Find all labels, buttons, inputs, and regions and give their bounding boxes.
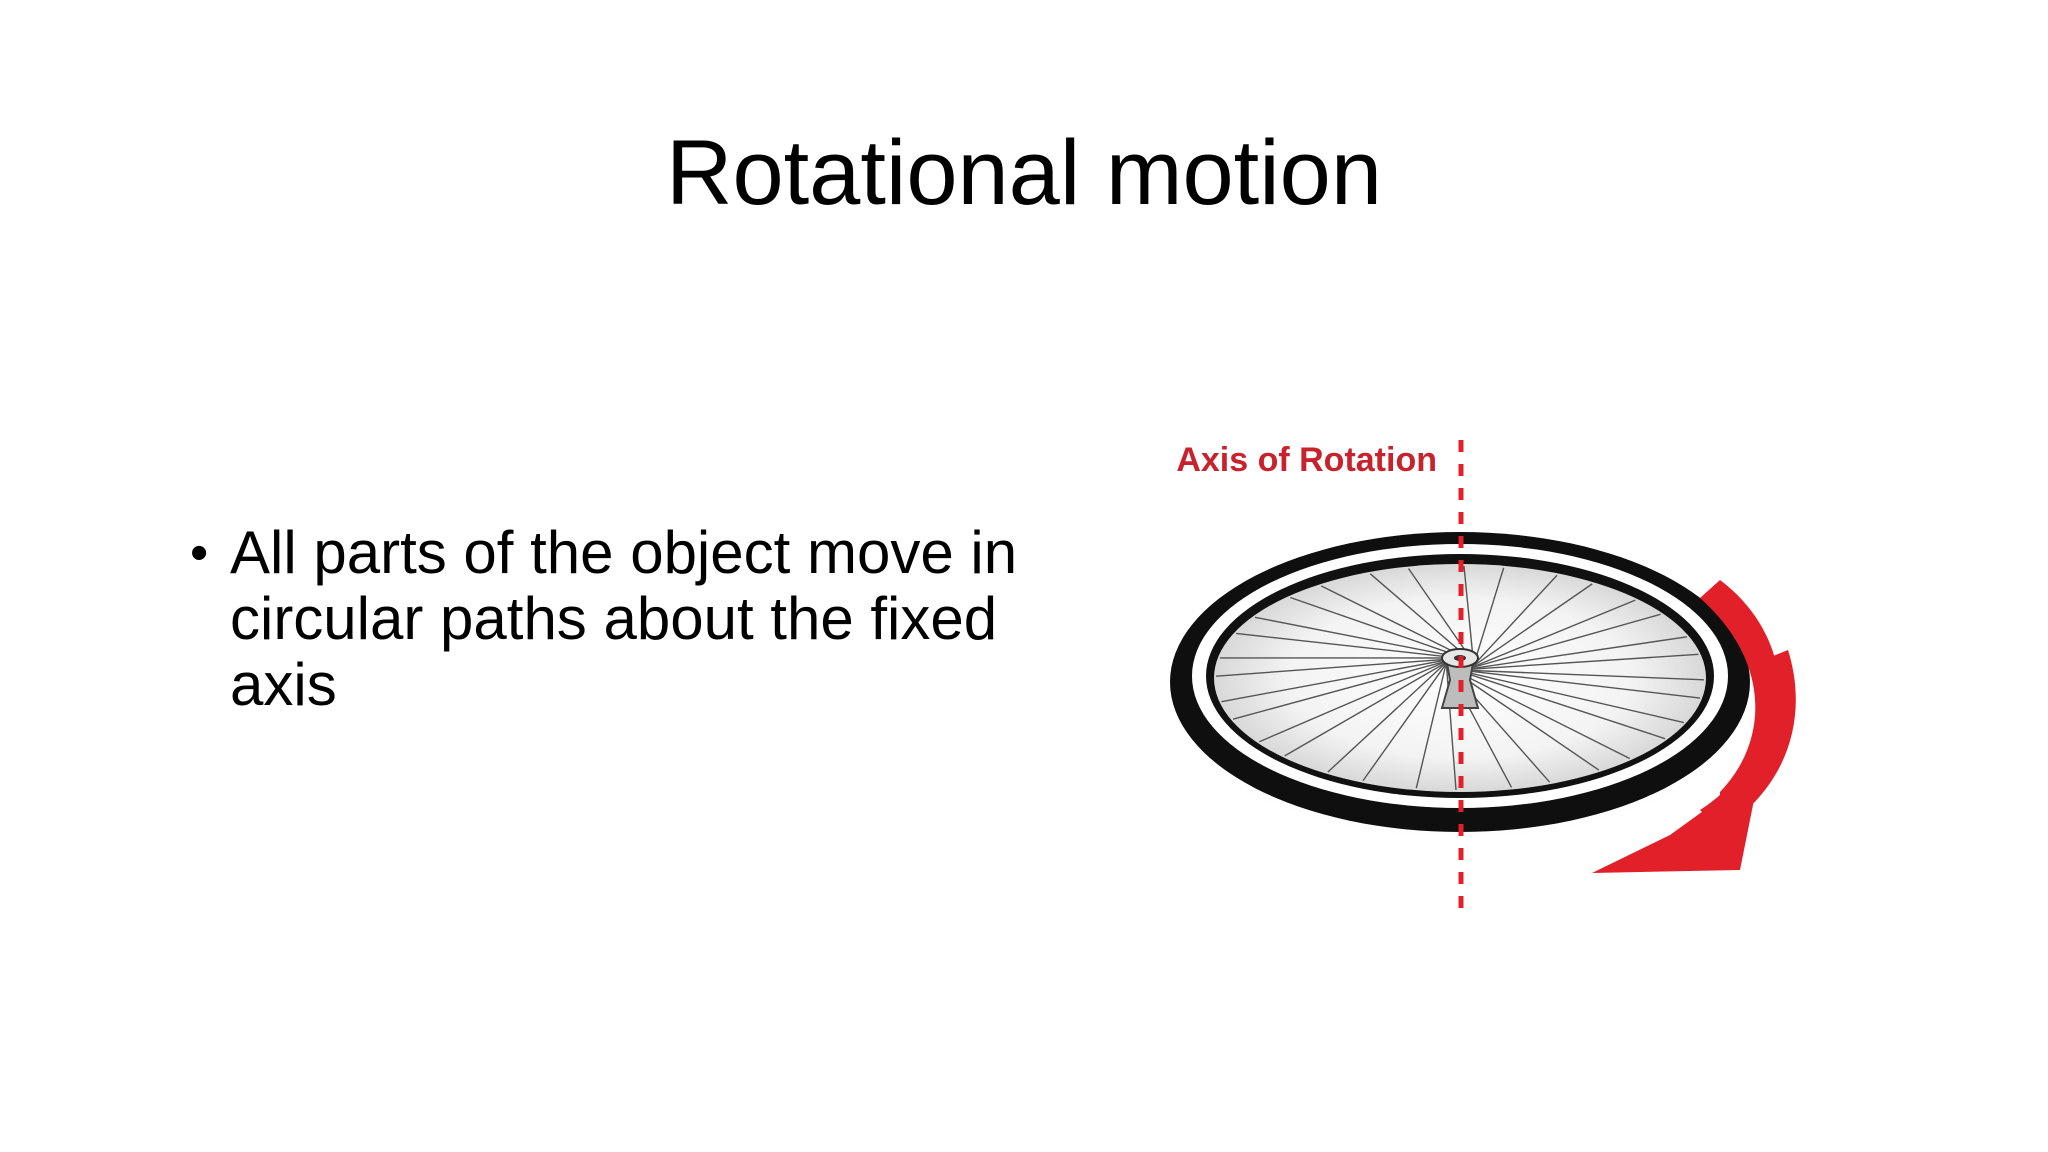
axis-label: Axis of Rotation [1176,441,1437,479]
bullet-item: • All parts of the object move in circul… [190,520,1090,718]
rotation-arrow-body [1700,650,1796,830]
bullet-list: • All parts of the object move in circul… [190,520,1090,718]
rotating-wheel-figure: Axis of Rotation [1160,430,1820,930]
spoke [1232,657,1458,720]
spoke [1415,663,1447,789]
spoke [1457,669,1704,681]
wheel-illustration: Axis of Rotation [1170,440,1796,910]
spoke [1465,653,1699,671]
spoke [1320,585,1471,661]
spoke [1448,666,1631,760]
spoke [1254,616,1466,660]
bullet-text: All parts of the object move in circular… [230,519,1018,718]
spoke [1454,668,1666,740]
spoke [1459,669,1701,699]
spoke [1449,667,1600,771]
spoke [1327,661,1448,773]
spoke [1473,567,1505,665]
spoke [1463,565,1475,666]
spoke [1407,568,1474,663]
spoke [1236,632,1468,660]
spoke [1290,596,1472,662]
bullet-marker: • [190,524,209,582]
rotation-arrow-head [1592,770,1760,873]
spoke [1452,668,1685,724]
spoke [1362,660,1449,782]
spoke [1215,657,1463,677]
spoke [1469,613,1661,669]
spoke [1471,574,1558,668]
spoke [1369,573,1475,664]
spoke [1259,659,1451,743]
slide-title: Rotational motion [666,122,1382,224]
spoke [1284,658,1453,757]
spoke [1221,657,1455,703]
spoke [1467,599,1636,670]
spoke [1472,583,1593,667]
spokes [1215,565,1704,791]
spoke [1462,636,1688,671]
